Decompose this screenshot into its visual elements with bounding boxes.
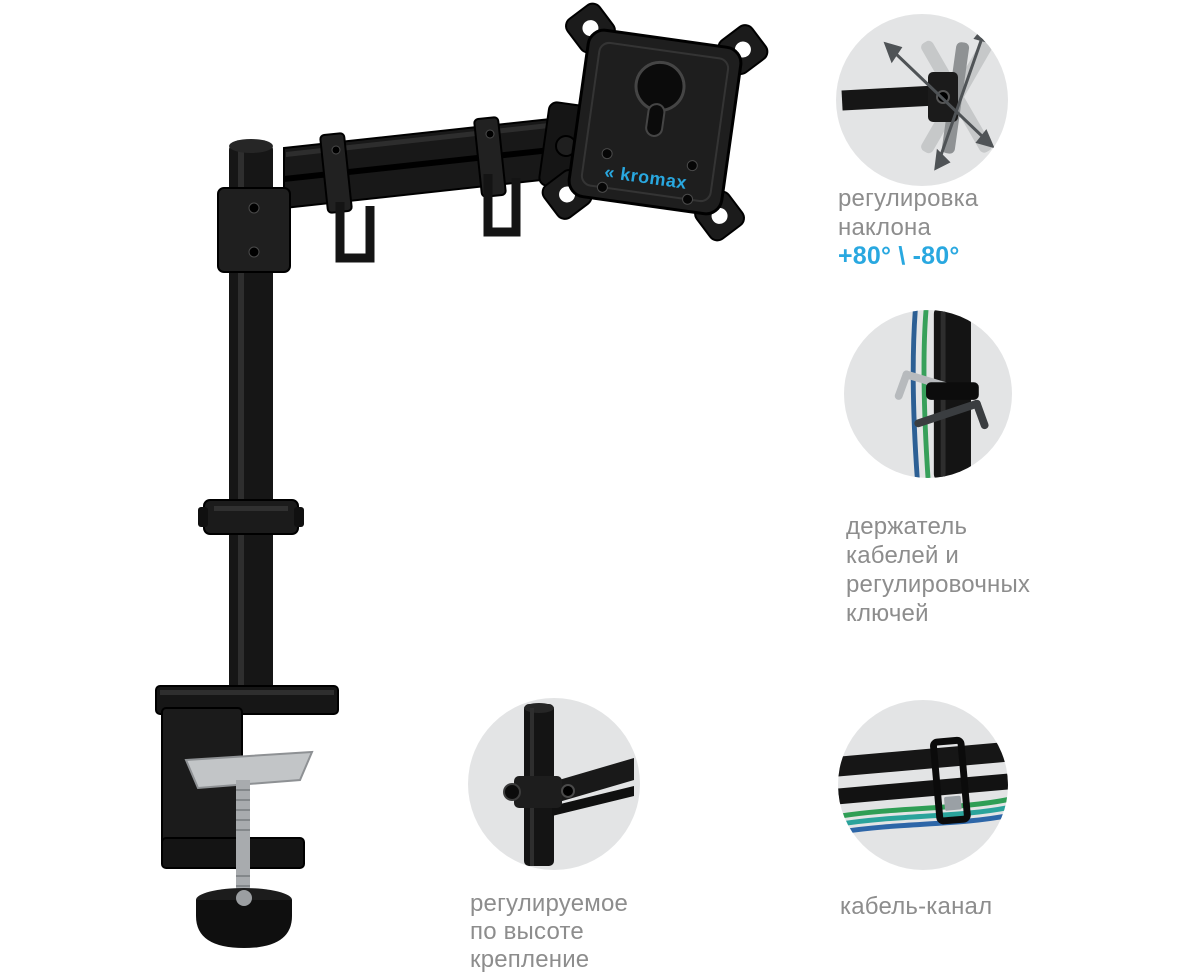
kromax-logo-icon: « (603, 162, 616, 183)
green-cable (840, 796, 1008, 819)
height-adjust-detail-photo (503, 703, 634, 866)
green-cable (921, 310, 931, 478)
callout-label-line: регулировочных (846, 571, 1031, 598)
callout-label-line: по высоте (470, 918, 584, 945)
cable-holder-detail-photo (894, 310, 989, 478)
teal-cable (840, 804, 1008, 827)
clamp-pad (184, 750, 314, 790)
blue-cable (841, 812, 1008, 835)
callout-label-line: регулируемое (470, 890, 629, 917)
cable-channel-detail-photo (838, 736, 1008, 835)
tilt-arrows-icon (883, 25, 995, 171)
pole (229, 139, 273, 704)
callout-text-cable-channel: кабель-канал (840, 892, 1060, 921)
callout-text-tilt: регулировка наклона +80° \ -80° (838, 184, 1068, 271)
callout-label-line: ключей (846, 600, 929, 627)
callout-label-line: регулировка (838, 185, 979, 212)
callout-label-line: кабель-канал (840, 893, 993, 920)
arm-bracket (217, 187, 291, 273)
cable-hooks (335, 174, 521, 263)
vesa-plate: « kromax (541, 2, 769, 242)
holder-clip (926, 382, 979, 400)
cable-clip (930, 736, 971, 825)
allen-key-dark (914, 399, 989, 430)
callout-text-cable-holder: держатель кабелей и регулировочных ключе… (846, 512, 1086, 628)
height-clamp-collar (514, 776, 562, 808)
callout-circle-height-adjust (468, 698, 640, 870)
callout-label-line: наклона (838, 214, 931, 241)
clamp-screw (236, 780, 250, 900)
callout-circle-tilt (836, 14, 1008, 186)
tilt-detail-photo (841, 25, 995, 171)
callout-circle-cable-channel (838, 700, 1008, 870)
callout-label-line: держатель (846, 513, 968, 540)
callout-label-line: кабелей и (846, 542, 960, 569)
callout-label-line: крепление (470, 946, 590, 973)
desk-clamp (155, 685, 339, 948)
callout-text-height-adjust: регулируемое по высоте крепление (470, 890, 690, 974)
callout-highlight-angle: +80° \ -80° (838, 242, 960, 270)
height-collar (198, 499, 304, 535)
clamp-knob (196, 888, 292, 948)
callout-circle-cable-holder (844, 310, 1012, 478)
blue-cable (910, 310, 920, 478)
